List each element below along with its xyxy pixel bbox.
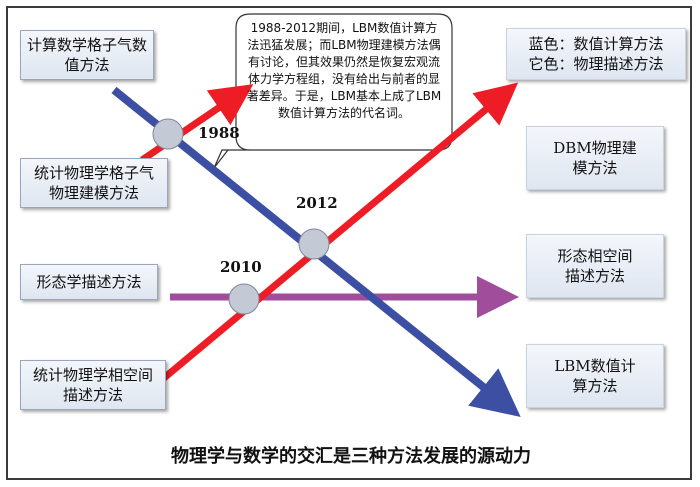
node-1988 — [152, 118, 184, 150]
box-lattice-gas-physical-label: 统计物理学格子气物理建模方法 — [33, 164, 154, 202]
diagram-canvas — [111, 13, 521, 418]
node-2010 — [228, 283, 260, 315]
box-legend-label: 蓝色：数值计算方法 它色：物理描述方法 — [528, 35, 664, 73]
year-2012: 2012 — [296, 194, 338, 212]
diagram-caption: 物理学与数学的交汇是三种方法发展的源动力 — [171, 446, 531, 467]
box-morphology: 形态学描述方法 — [20, 264, 158, 300]
box-lbm-label: LBM数值计算方法 — [554, 357, 636, 395]
box-phase-space-label: 统计物理学相空间描述方法 — [32, 366, 153, 404]
box-lattice-gas-physical: 统计物理学格子气物理建模方法 — [20, 158, 168, 208]
box-legend: 蓝色：数值计算方法 它色：物理描述方法 — [506, 28, 686, 80]
callout-bubble — [213, 13, 453, 169]
box-lattice-gas-numerical: 计算数学格子气数值方法 — [20, 30, 154, 80]
box-morphology-label: 形态学描述方法 — [36, 273, 142, 291]
box-morph-phase: 形态相空间描述方法 — [526, 234, 664, 298]
box-lattice-gas-numerical-label: 计算数学格子气数值方法 — [27, 36, 148, 74]
red-arrow-short — [140, 84, 254, 163]
box-lbm: LBM数值计算方法 — [526, 344, 664, 408]
node-2012 — [298, 228, 330, 260]
year-1988: 1988 — [198, 124, 240, 142]
box-dbm: DBM物理建模方法 — [526, 126, 664, 190]
box-phase-space: 统计物理学相空间描述方法 — [20, 360, 166, 410]
box-dbm-label: DBM物理建模方法 — [553, 139, 637, 177]
callout-text: 1988-2012期间，LBM数值计算方法迅猛发展；而LBM物理建模方法偶有讨论… — [246, 21, 442, 120]
box-morph-phase-label: 形态相空间描述方法 — [557, 247, 633, 285]
year-2010: 2010 — [220, 258, 262, 276]
diagram-frame: 1988-2012期间，LBM数值计算方法迅猛发展；而LBM物理建模方法偶有讨论… — [6, 6, 692, 480]
